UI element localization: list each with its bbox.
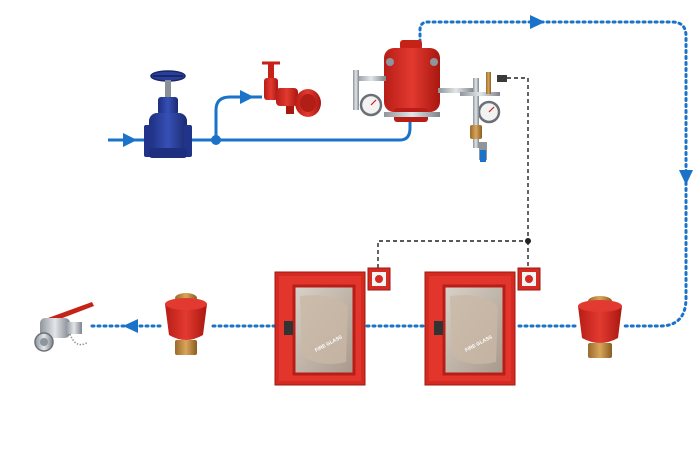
riser-dotted-line [418,20,688,328]
landing-valve-icon [34,302,94,352]
water-supply-lines [108,90,412,147]
inlet-arrow [123,133,137,147]
signal-junction-dot [525,238,531,244]
hydrant-valve-icon [578,296,622,358]
bypass-pipe [214,95,262,140]
distribution-lines [88,15,693,333]
inlet-pipe [108,118,412,142]
alarm-switch-icon [460,72,507,162]
hydrant-valve-icon [165,293,207,355]
manual-call-point-icon [367,267,391,291]
flow-arrow-left [123,319,138,333]
manual-call-point-icon [517,267,541,291]
alarm-valve-icon [353,40,474,122]
bypass-arrow [240,90,254,104]
flow-arrow-down [679,170,693,185]
flow-arrow-top [530,15,545,29]
gate-valve-icon [144,70,192,158]
pressure-valve-icon [262,61,321,117]
fire-hose-cabinet-icon: FIRE GLASS [274,271,366,386]
junction-dot [211,135,221,145]
pressure-gauge-icon [359,93,501,124]
fire-hose-cabinet-icon: FIRE GLASS [424,271,516,386]
signal-wiring [377,77,531,268]
